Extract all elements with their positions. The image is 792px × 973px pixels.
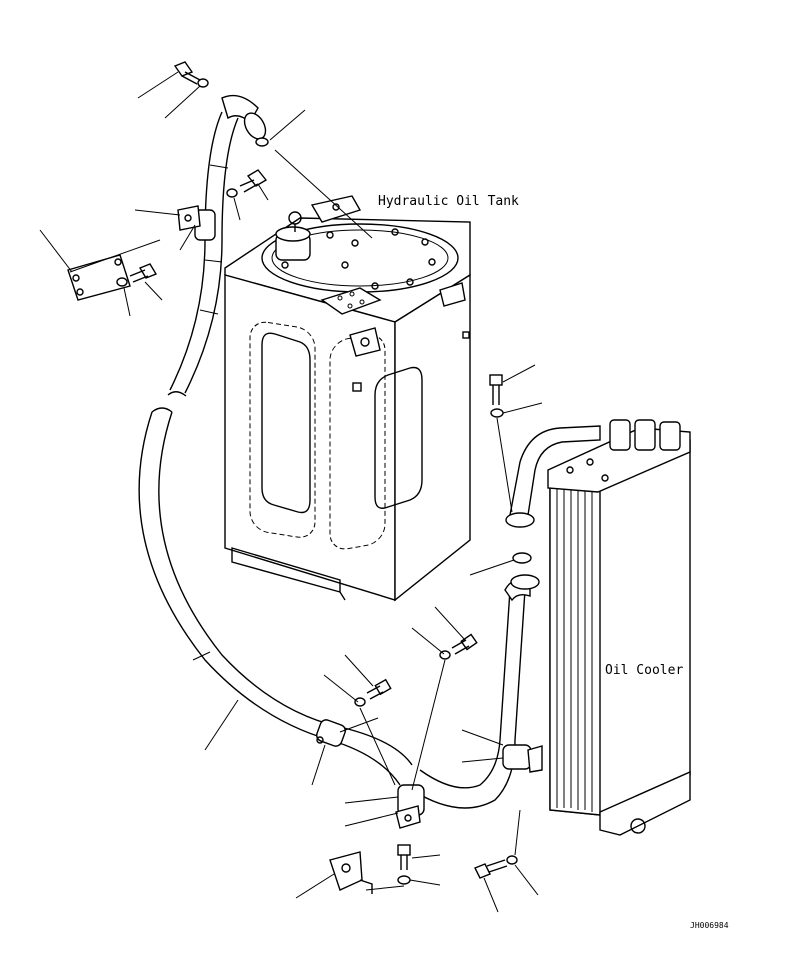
drawing-number: JH006984: [690, 921, 729, 930]
bolts-and-washers: [116, 61, 532, 885]
label-oil-cooler: Oil Cooler: [605, 663, 683, 678]
hydraulic-oil-tank: [224, 195, 471, 602]
oil-cooler: [505, 419, 691, 836]
label-hydraulic-oil-tank: Hydraulic Oil Tank: [378, 194, 519, 209]
leader-lines: [39, 71, 543, 913]
brackets: [67, 254, 373, 894]
hose-clamps: [177, 205, 543, 829]
